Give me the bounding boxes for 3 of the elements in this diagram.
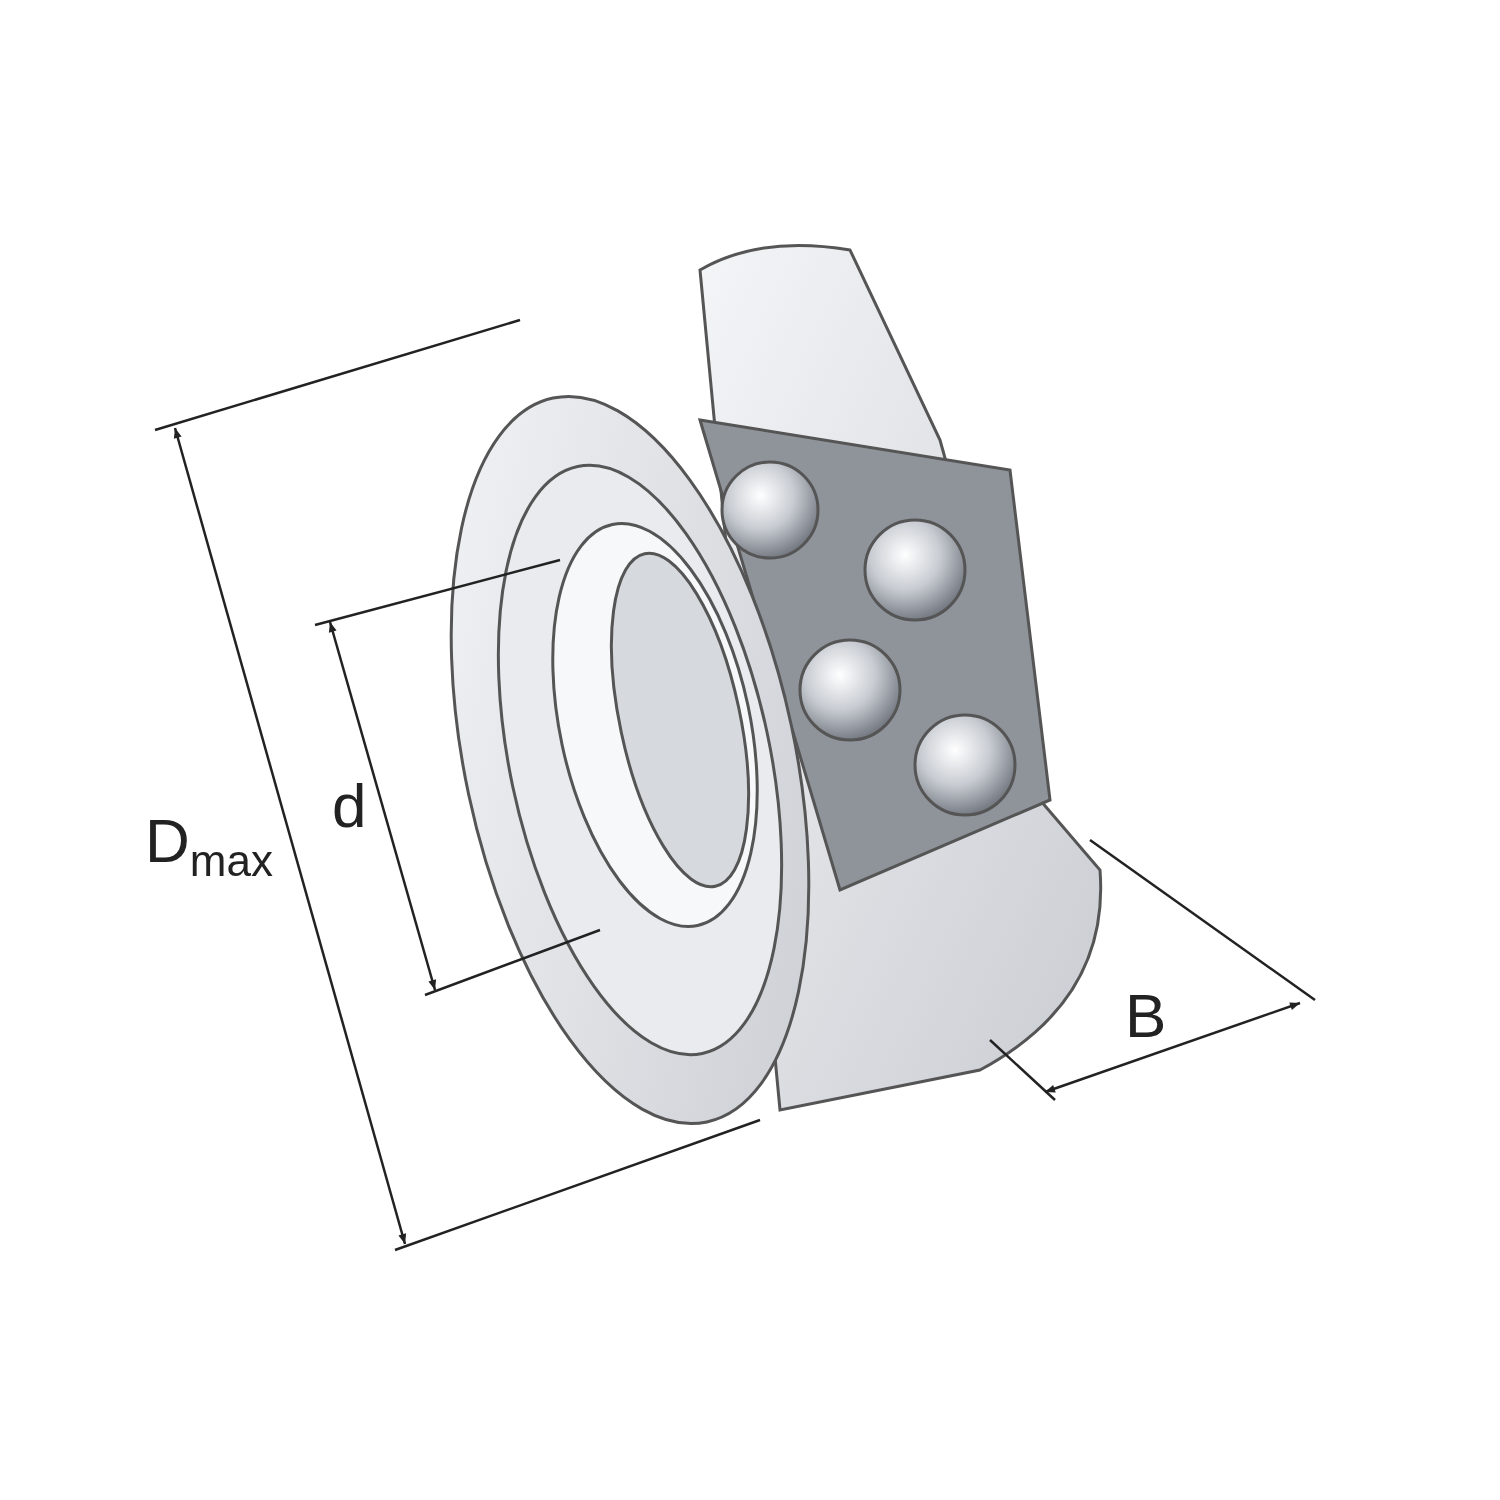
dimension-label: B xyxy=(1125,985,1167,1047)
dimension-label: d xyxy=(332,775,367,837)
dimension-label: D$_{max}$ xyxy=(145,810,273,883)
